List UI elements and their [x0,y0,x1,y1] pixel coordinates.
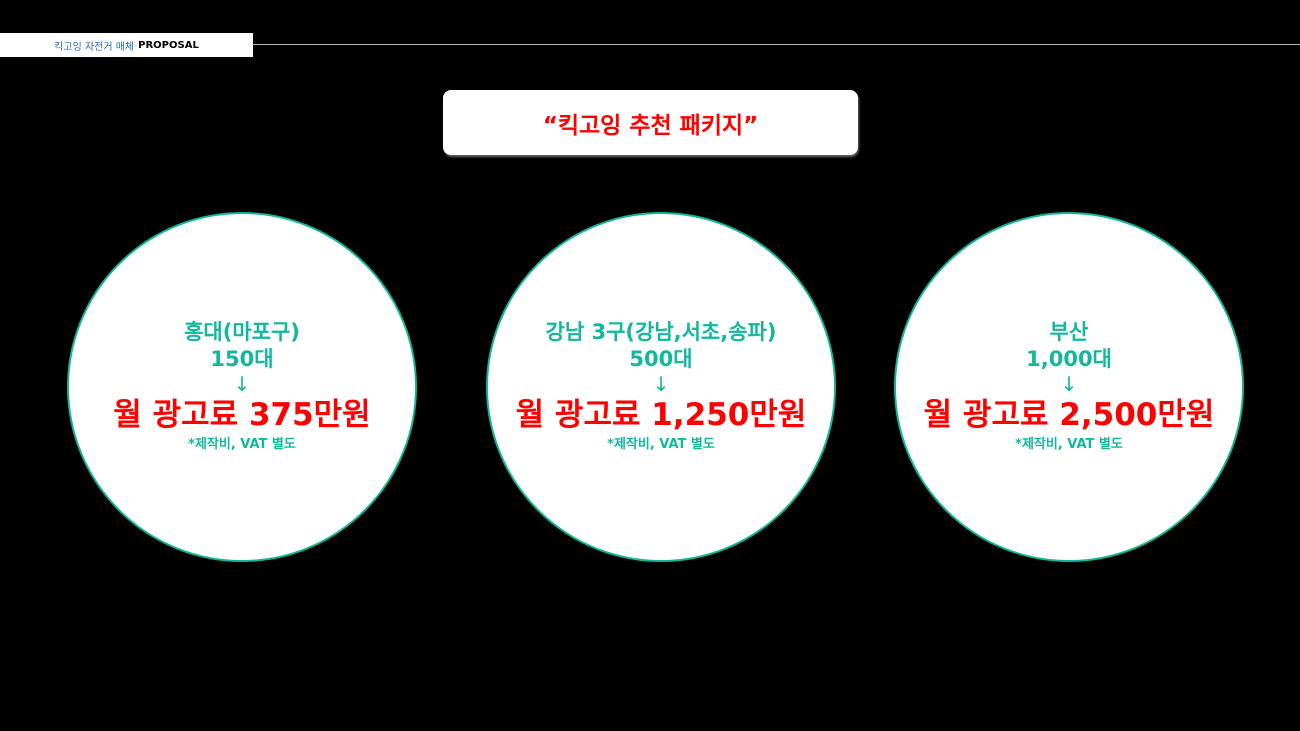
package-note: *제작비, VAT 별도 [188,437,296,452]
package-count: 150대 [210,347,274,371]
package-area: 홍대(마포구) [184,320,300,344]
package-note: *제작비, VAT 별도 [607,437,715,452]
package-count: 500대 [629,347,693,371]
header-label-ko: 킥고잉 자전거 매체 [54,41,135,53]
package-card-gangnam: 강남 3구(강남,서초,송파) 500대 ↓ 월 광고료 1,250만원 *제작… [486,212,836,562]
package-card-busan: 부산 1,000대 ↓ 월 광고료 2,500만원 *제작비, VAT 별도 [894,212,1244,562]
package-count: 1,000대 [1026,347,1112,371]
header-divider [253,44,1300,45]
arrow-down-icon: ↓ [233,372,251,396]
header-label: 킥고잉 자전거 매체 PROPOSAL [0,33,253,57]
package-price: 월 광고료 375만원 [113,397,371,433]
arrow-down-icon: ↓ [1060,372,1078,396]
package-note: *제작비, VAT 별도 [1015,437,1123,452]
package-price: 월 광고료 1,250만원 [515,397,807,433]
arrow-down-icon: ↓ [652,372,670,396]
header-label-en: PROPOSAL [138,39,199,51]
package-price: 월 광고료 2,500만원 [923,397,1215,433]
page-title: “킥고잉 추천 패키지” [443,90,858,155]
package-card-hongdae: 홍대(마포구) 150대 ↓ 월 광고료 375만원 *제작비, VAT 별도 [67,212,417,562]
package-area: 강남 3구(강남,서초,송파) [545,320,777,344]
package-area: 부산 [1049,320,1089,344]
